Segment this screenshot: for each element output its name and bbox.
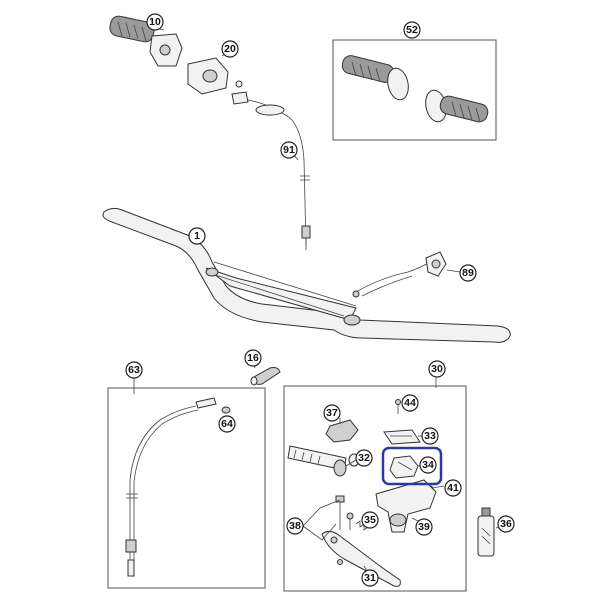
callout-37[interactable]: 37: [323, 404, 341, 422]
callout-38-label: 38: [289, 520, 301, 532]
callout-1[interactable]: 1: [188, 227, 206, 245]
callout-30-label: 30: [431, 363, 443, 375]
callout-10-label: 10: [149, 16, 161, 28]
bar-end-plug[interactable]: [250, 367, 281, 386]
highlight-box-34: [381, 446, 443, 486]
frame-cable-63: [107, 387, 266, 589]
callout-37-label: 37: [326, 407, 338, 419]
callout-36[interactable]: 36: [497, 515, 515, 533]
callout-10[interactable]: 10: [146, 13, 164, 31]
callout-91[interactable]: 91: [280, 141, 298, 159]
callout-32-label: 32: [358, 452, 370, 464]
brake-master-cylinder[interactable]: [287, 399, 495, 587]
throttle-grip-assembly[interactable]: [108, 15, 183, 67]
callout-89-label: 89: [462, 267, 474, 279]
callout-34[interactable]: 34: [419, 456, 437, 474]
callout-34-label: 34: [422, 459, 434, 471]
frame-brake-30: [283, 385, 467, 592]
callout-41-label: 41: [447, 482, 459, 494]
callout-89[interactable]: 89: [459, 264, 477, 282]
frame-grips-52: [332, 39, 497, 141]
callout-52[interactable]: 52: [403, 21, 421, 39]
callout-31-label: 31: [364, 572, 376, 584]
callout-32[interactable]: 32: [355, 449, 373, 467]
callout-31[interactable]: 31: [361, 569, 379, 587]
callout-38[interactable]: 38: [286, 517, 304, 535]
callout-33[interactable]: 33: [421, 427, 439, 445]
throttle-housing[interactable]: [187, 57, 229, 95]
handlebar[interactable]: [102, 207, 511, 343]
grip-set[interactable]: [341, 54, 490, 124]
callout-20[interactable]: 20: [221, 40, 239, 58]
callout-91-label: 91: [283, 144, 295, 156]
callout-64[interactable]: 64: [218, 415, 236, 433]
callout-36-label: 36: [500, 518, 512, 530]
callout-41[interactable]: 41: [444, 479, 462, 497]
callout-44-label: 44: [404, 397, 416, 409]
callout-1-label: 1: [194, 230, 200, 242]
callout-52-label: 52: [406, 24, 418, 36]
kill-switch[interactable]: [352, 251, 447, 298]
callout-39-label: 39: [418, 521, 430, 533]
callout-63-label: 63: [128, 364, 140, 376]
callout-33-label: 33: [424, 430, 436, 442]
callout-64-label: 64: [221, 418, 233, 430]
callout-16-label: 16: [247, 352, 259, 364]
callout-44[interactable]: 44: [401, 394, 419, 412]
callout-63[interactable]: 63: [125, 361, 143, 379]
callout-35[interactable]: 35: [361, 511, 379, 529]
callout-39[interactable]: 39: [415, 518, 433, 536]
clutch-cable[interactable]: [125, 397, 231, 577]
callout-16[interactable]: 16: [244, 349, 262, 367]
callout-30[interactable]: 30: [428, 360, 446, 378]
callout-35-label: 35: [364, 514, 376, 526]
callout-20-label: 20: [224, 43, 236, 55]
throttle-cable[interactable]: [231, 80, 311, 250]
